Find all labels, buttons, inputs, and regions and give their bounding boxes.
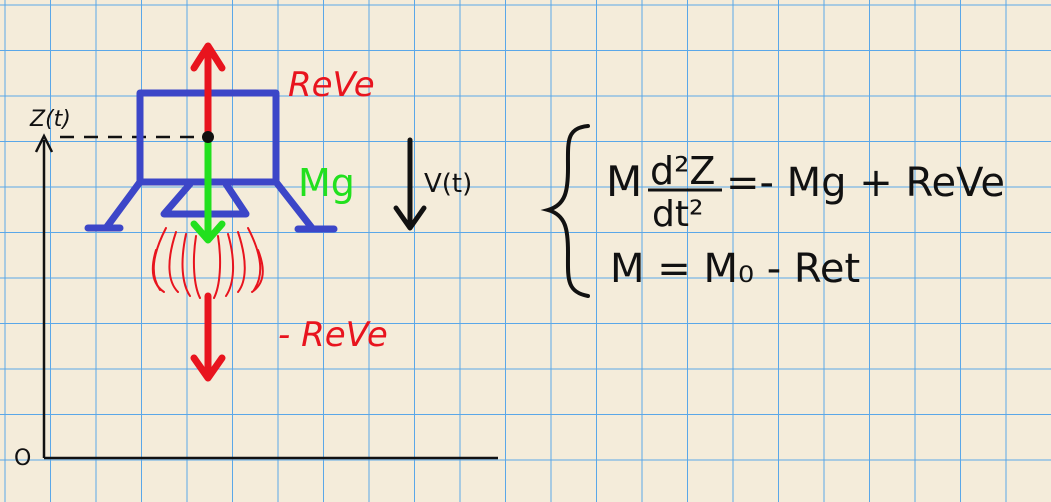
- exhaust-flame: [151, 227, 264, 299]
- velocity-arrow: [393, 137, 427, 231]
- left-brace: [540, 124, 590, 298]
- eq1-denominator: dt²: [652, 194, 703, 235]
- z-axis-label: Z(t): [29, 107, 71, 132]
- vertical-axis-arrowhead: [34, 133, 54, 153]
- gravity-label: Mg: [298, 161, 355, 205]
- exhaust-down-arrow: [190, 292, 226, 382]
- origin-label: O: [14, 446, 31, 471]
- velocity-label: V(t): [424, 169, 472, 199]
- eq2: M = M₀ - Ret: [610, 246, 860, 292]
- eq1-right-side: =- Mg + ReVe: [726, 160, 1005, 206]
- eq1-mass-coeff: M: [606, 157, 642, 206]
- eq1-numerator: d²Z: [650, 149, 715, 193]
- equation-system: M d²Z dt² =- Mg + ReVe M = M₀ - Ret: [540, 124, 1005, 298]
- center-of-mass-dot: [202, 131, 214, 143]
- thrust-down-label: - ReVe: [278, 315, 388, 355]
- coordinate-axes: O Z(t): [14, 107, 498, 471]
- left-leg: [102, 178, 144, 232]
- thrust-up-arrow: [190, 42, 226, 141]
- right-leg: [272, 178, 316, 232]
- gravity-arrow: [190, 136, 226, 244]
- thrust-up-label: ReVe: [288, 65, 375, 105]
